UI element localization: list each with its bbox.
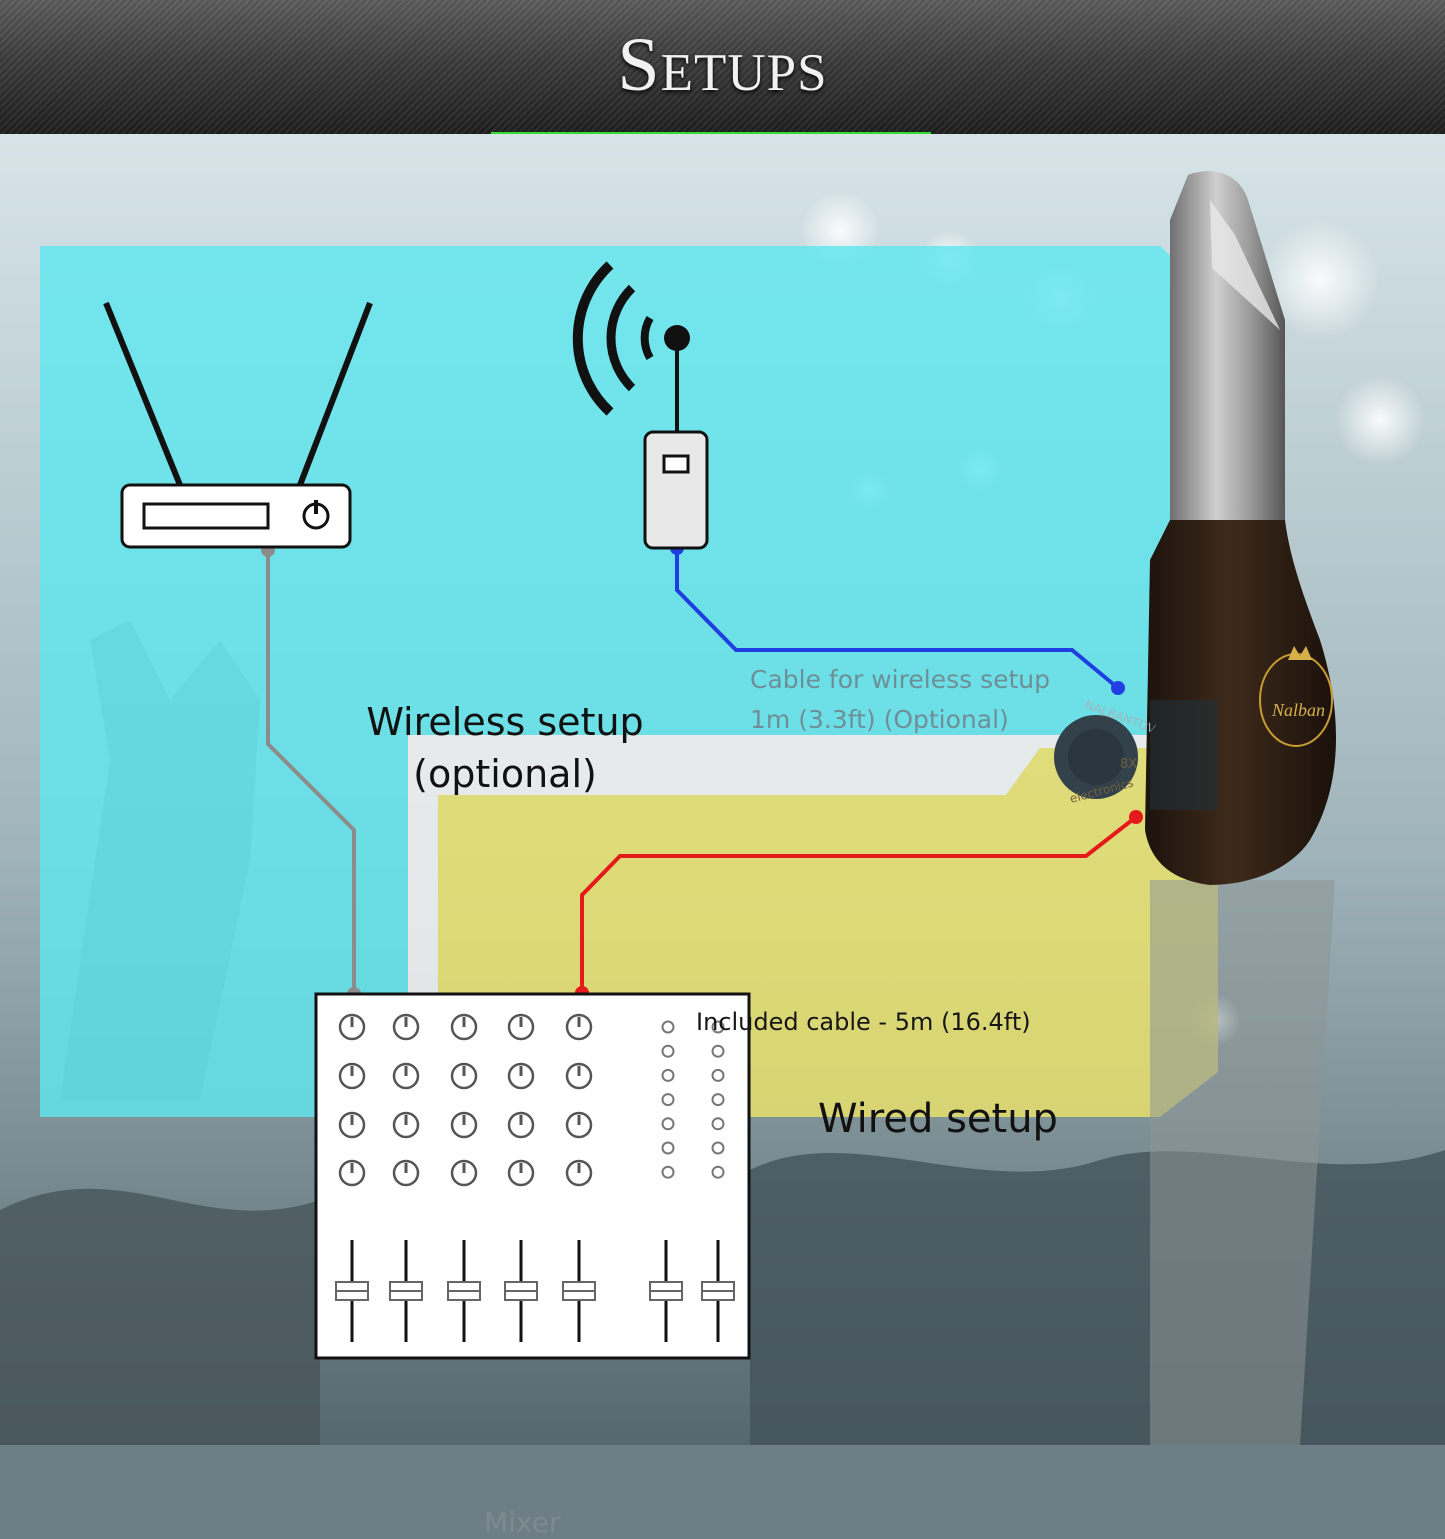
mixer-led-icon <box>661 1068 675 1082</box>
mixer-led-icon <box>711 1141 725 1155</box>
wired-cable <box>580 815 1138 993</box>
wireless-cable-line2: 1m (3.3ft) (Optional) <box>750 705 1009 734</box>
mouthpiece-image: Nalban NALBANTOV electronics 8X <box>1054 171 1337 1445</box>
included-cable-label: Included cable - 5m (16.4ft) <box>696 1008 1031 1036</box>
mixer-led-icon <box>661 1141 675 1155</box>
mixer-led-icon <box>661 1044 675 1058</box>
bodypack-transmitter-icon <box>643 325 709 550</box>
receiver-cable <box>266 550 356 994</box>
pickup-model: 8X <box>1120 757 1137 772</box>
wired-zone-frame <box>408 735 1218 1117</box>
mixer-led-icon <box>661 1165 675 1179</box>
mixer-led-icon <box>711 1044 725 1058</box>
wireless-setup-line1: Wireless setup <box>366 700 644 744</box>
header-bar: Setups <box>0 0 1445 135</box>
mixer-led-icon <box>661 1117 675 1131</box>
radio-waves-icon <box>572 261 654 416</box>
wireless-cable-line1: Cable for wireless setup <box>750 665 1050 694</box>
mixer-led-icon <box>711 1117 725 1131</box>
mixer-led-icon <box>661 1020 675 1034</box>
wireless-receiver-icon <box>103 301 373 549</box>
wireless-setup-label: Wireless setup (optional) <box>340 696 670 800</box>
mixer-led-icon <box>711 1093 725 1107</box>
page-title: Setups <box>617 23 828 107</box>
mixer-led-icon <box>711 1068 725 1082</box>
wired-setup-label: Wired setup <box>818 1096 1058 1142</box>
mouthpiece-logo: Nalban <box>1271 700 1325 720</box>
wireless-cable-label: Cable for wireless setup 1m (3.3ft) (Opt… <box>750 660 1050 740</box>
diagram-stage: Nalban NALBANTOV electronics 8X <box>0 134 1445 1539</box>
mixer-led-icon <box>711 1165 725 1179</box>
wireless-cable <box>675 548 1120 690</box>
mixer-led-icon <box>661 1093 675 1107</box>
mixer-led-icon <box>711 1020 725 1034</box>
wireless-setup-line2: (optional) <box>413 752 597 796</box>
setup-diagram: Nalban NALBANTOV electronics 8X <box>0 134 1445 1445</box>
mixer-icon <box>314 992 751 1360</box>
wireless-zone <box>40 246 1218 1117</box>
mixer-label: Mixer <box>484 1506 561 1539</box>
